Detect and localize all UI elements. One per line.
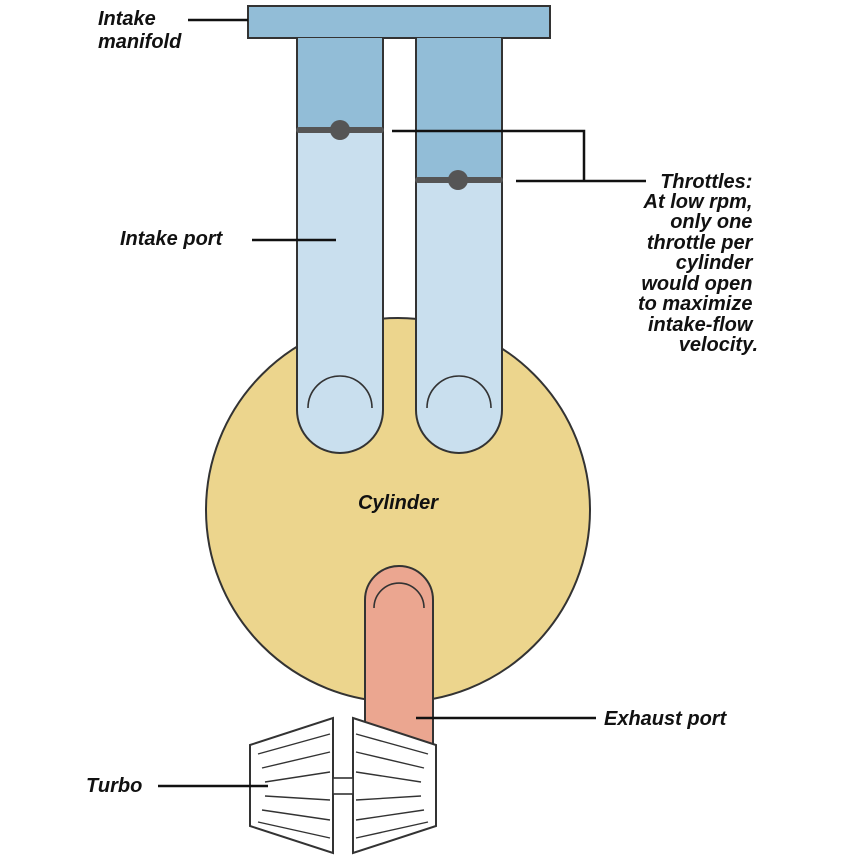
label-throttles: Throttles: At low rpm, only one throttle… (638, 171, 758, 356)
label-turbo: Turbo (86, 775, 142, 797)
exhaust-port (364, 565, 434, 749)
exhaust-valve (373, 582, 425, 609)
intake-valve-right (426, 375, 492, 409)
intake-valve-left (307, 375, 373, 409)
label-exhaust-port: Exhaust port (604, 708, 728, 730)
intake-manifold (247, 5, 551, 39)
label-intake-manifold: Intake manifold (98, 8, 182, 53)
throttle-right (415, 170, 503, 190)
intake-runner-right (415, 38, 503, 454)
label-cylinder: Cylinder (358, 492, 439, 514)
intake-runner-left (296, 38, 384, 454)
label-intake-port: Intake port (120, 228, 224, 250)
turbo (249, 716, 437, 855)
throttle-left (296, 120, 384, 140)
leader-throttles (392, 129, 646, 183)
